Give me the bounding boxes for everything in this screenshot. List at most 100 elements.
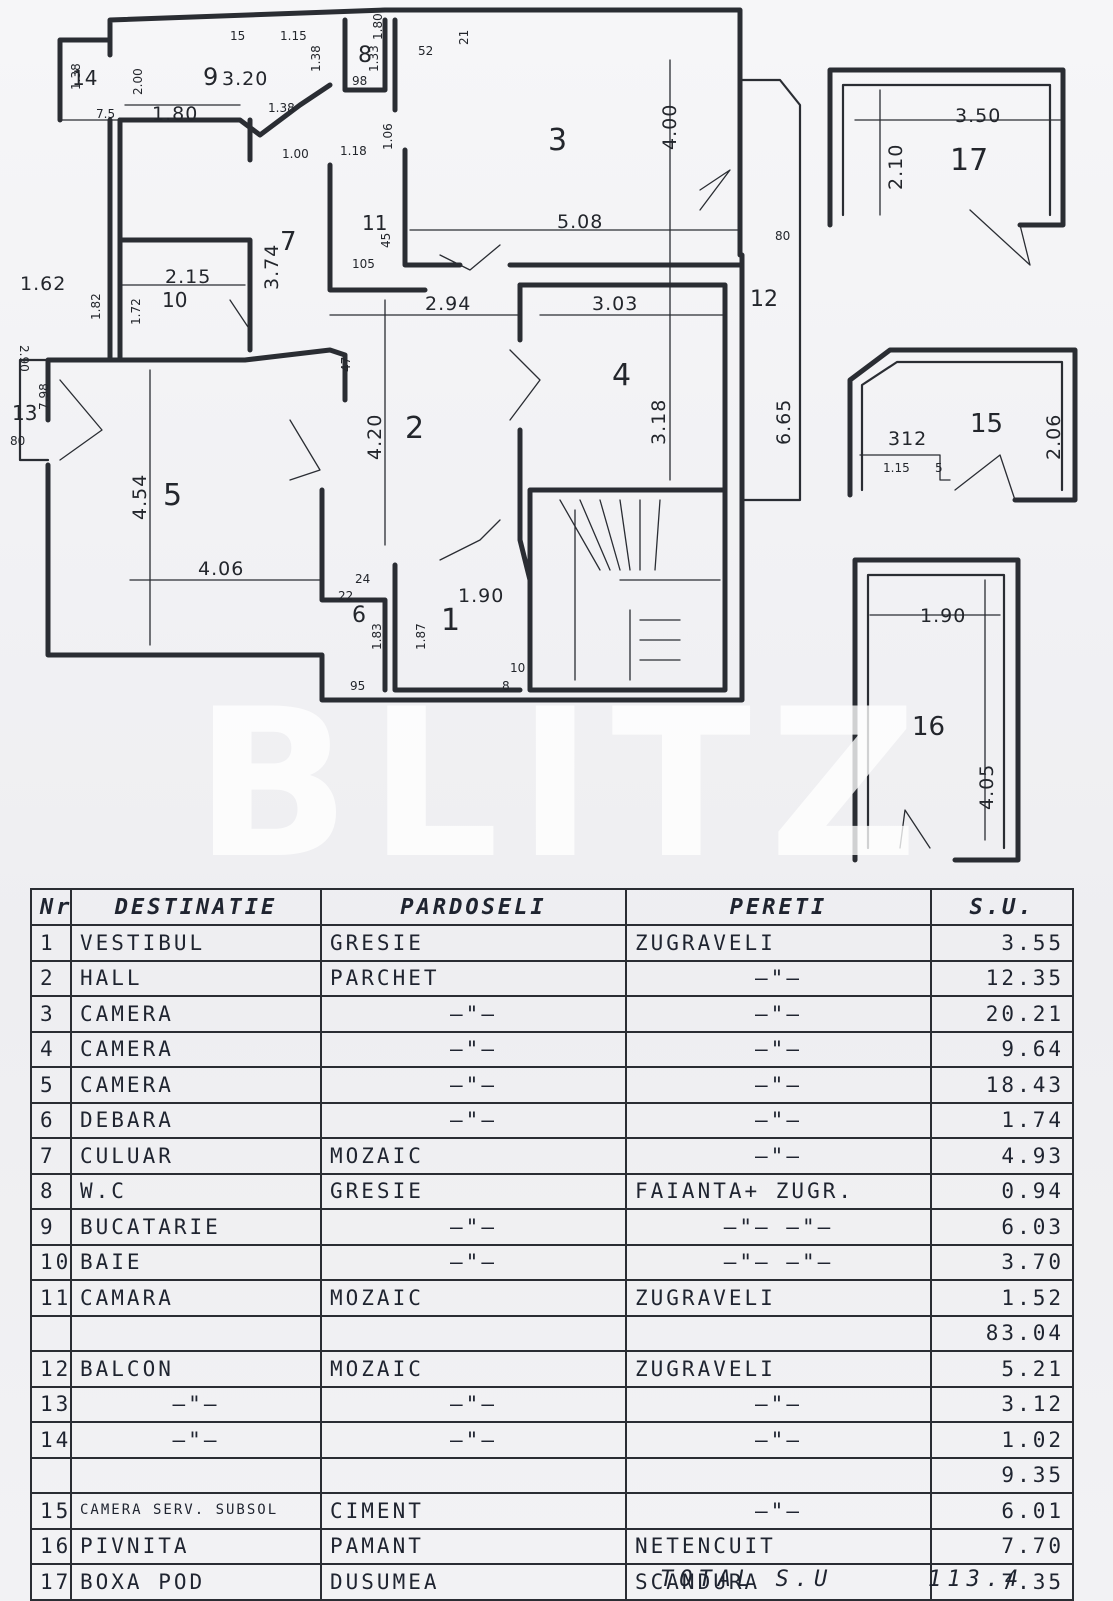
svg-text:5.08: 5.08 (557, 211, 603, 233)
cell-pereti: FAIANTA+ ZUGR. (625, 1172, 932, 1210)
cell-destinatie: DEBARA (70, 1101, 322, 1139)
room-label-9: 9 (203, 63, 218, 91)
cell-destinatie: PIVNITA (70, 1527, 322, 1565)
svg-text:2.94: 2.94 (425, 293, 471, 315)
cell-pereti: –"– (625, 1066, 932, 1104)
floor-plan-drawing: 1 2 3 4 5 6 7 8 9 10 11 12 13 14 15 16 1… (10, 7, 1078, 863)
cell-su: 18.43 (930, 1066, 1074, 1104)
room-label-15: 15 (970, 409, 1003, 439)
dimension-labels: 15 1.15 1.38 52 21 3.20 2.00 1.38 1.80 7… (10, 13, 1065, 810)
cell-nr: 15 (30, 1492, 72, 1530)
cell-pardoseli: PAMANT (320, 1527, 627, 1565)
svg-text:80: 80 (775, 229, 790, 243)
svg-text:2.15: 2.15 (165, 266, 211, 288)
svg-text:80: 80 (10, 434, 25, 448)
cell-nr: 4 (30, 1030, 72, 1068)
svg-text:21: 21 (457, 30, 471, 45)
cell-nr: 10 (30, 1243, 72, 1281)
table-row: 14–"––"––"–1.02 (30, 1421, 1074, 1459)
svg-text:1.06: 1.06 (381, 123, 395, 150)
svg-text:4.00: 4.00 (659, 104, 681, 150)
svg-text:4.06: 4.06 (198, 558, 244, 580)
cell-destinatie: VESTIBUL (70, 924, 322, 962)
cell-pardoseli: –"– (320, 1208, 627, 1246)
header-destinatie: DESTINATIE (70, 888, 322, 926)
cell-pardoseli: –"– (320, 995, 627, 1033)
cell-nr: 7 (30, 1137, 72, 1175)
svg-text:52: 52 (418, 44, 433, 58)
room-label-11: 11 (362, 211, 387, 235)
svg-text:312: 312 (888, 428, 927, 450)
cell-pereti (625, 1314, 932, 1352)
svg-text:4.20: 4.20 (364, 414, 386, 460)
cell-pereti: –"– (625, 1421, 932, 1459)
cell-pereti: –"– (625, 1101, 932, 1139)
cell-destinatie: –"– (70, 1421, 322, 1459)
svg-text:3.18: 3.18 (648, 399, 670, 445)
cell-su: 7.35 (930, 1563, 1074, 1601)
cell-destinatie: –"– (70, 1385, 322, 1423)
cell-pardoseli (320, 1314, 627, 1352)
cell-pereti: –"– (625, 959, 932, 997)
cell-su: 20.21 (930, 995, 1074, 1033)
cell-pardoseli: –"– (320, 1030, 627, 1068)
cell-pereti: –"– (625, 1030, 932, 1068)
cell-nr: 13 (30, 1385, 72, 1423)
svg-text:3.74: 3.74 (261, 244, 283, 290)
legend-header-row: Nr. DESTINATIE PARDOSELI PERETI S.U. (30, 888, 1074, 926)
svg-text:1.62: 1.62 (20, 273, 66, 295)
room-legend-table: Nr. DESTINATIE PARDOSELI PERETI S.U. 1VE… (30, 888, 1074, 1601)
svg-text:4.54: 4.54 (129, 474, 151, 520)
cell-destinatie: CAMERA SERV. SUBSOL (70, 1492, 322, 1530)
cell-pereti: –"– (625, 1385, 932, 1423)
cell-nr: 14 (30, 1421, 72, 1459)
table-row: 9.35 (30, 1456, 1074, 1494)
room-15-plan (847, 347, 1078, 503)
svg-text:105: 105 (352, 257, 375, 271)
cell-destinatie (70, 1314, 322, 1352)
svg-text:4.05: 4.05 (976, 764, 998, 810)
svg-text:47: 47 (339, 357, 353, 372)
cell-pereti: –"– (625, 1137, 932, 1175)
room-label-4: 4 (612, 358, 631, 393)
cell-pardoseli: GRESIE (320, 924, 627, 962)
cell-pardoseli: –"– (320, 1101, 627, 1139)
cell-destinatie: BAIE (70, 1243, 322, 1281)
cell-su: 1.02 (930, 1421, 1074, 1459)
cell-destinatie (70, 1456, 322, 1494)
cell-destinatie: BALCON (70, 1350, 322, 1388)
cell-pardoseli: PARCHET (320, 959, 627, 997)
svg-text:24: 24 (355, 572, 370, 586)
cell-su: 4.93 (930, 1137, 1074, 1175)
cell-pardoseli: DUSUMEA (320, 1563, 627, 1601)
cell-pereti: –"– (625, 1492, 932, 1530)
header-su: S.U. (930, 888, 1074, 926)
room-label-10: 10 (162, 288, 187, 312)
cell-nr: 11 (30, 1279, 72, 1317)
svg-text:3.03: 3.03 (592, 293, 638, 315)
cell-pereti: –"– –"– (625, 1208, 932, 1246)
svg-text:1.90: 1.90 (920, 605, 966, 627)
cell-su: 3.70 (930, 1243, 1074, 1281)
svg-text:2.10: 2.10 (885, 144, 907, 190)
svg-text:1.38: 1.38 (309, 45, 323, 72)
room-label-5: 5 (163, 478, 182, 513)
cell-destinatie: CAMARA (70, 1279, 322, 1317)
room-label-6: 6 (352, 603, 366, 628)
cell-su: 83.04 (930, 1314, 1074, 1352)
room-label-16: 16 (912, 712, 945, 742)
cell-su: 6.01 (930, 1492, 1074, 1530)
svg-text:3.20: 3.20 (222, 68, 268, 90)
cell-nr: 5 (30, 1066, 72, 1104)
cell-destinatie: W.C (70, 1172, 322, 1210)
